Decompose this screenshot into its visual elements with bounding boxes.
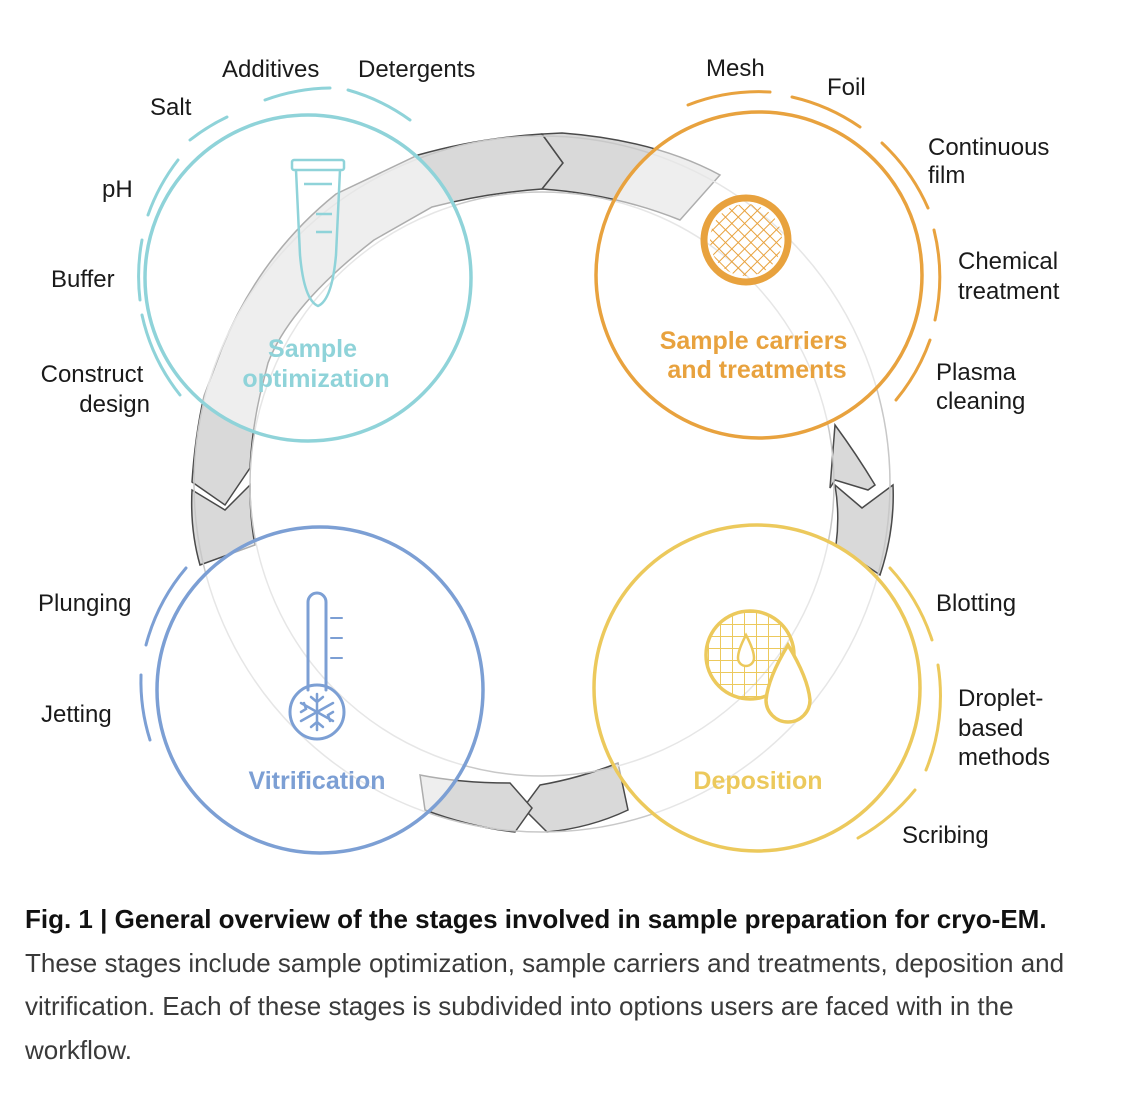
stage-circle-vitrification xyxy=(155,525,485,855)
arrow-segment-right-top xyxy=(829,422,876,491)
caption-text: These stages include sample optimization… xyxy=(25,947,1065,1065)
grid-mesh-icon xyxy=(700,194,792,286)
option-arcs-deposition xyxy=(856,566,942,840)
stage-sample-optimization: Sample optimization Additives Detergents… xyxy=(41,56,475,443)
option-label-salt: Salt xyxy=(150,94,192,121)
option-arcs-optimization xyxy=(137,86,412,397)
caption-title: Fig. 1 | General overview of the stages … xyxy=(25,904,1047,934)
thermometer-snowflake-icon xyxy=(288,591,346,741)
stage-sample-carriers: Sample carriers and treatments Mesh Foil… xyxy=(594,55,1065,440)
option-label-buffer: Buffer xyxy=(51,266,115,293)
stage-title-optimization: Sample optimization xyxy=(242,335,389,393)
option-label-additives: Additives xyxy=(222,56,319,83)
option-arcs-carriers xyxy=(686,90,942,402)
tube-icon xyxy=(290,158,346,308)
option-label-continuous-film: Continuous film xyxy=(928,134,1056,189)
stage-circle-optimization xyxy=(143,113,473,443)
stage-vitrification: Vitrification Plunging Jetting xyxy=(38,525,485,855)
ring-outline-outer xyxy=(193,135,891,833)
option-label-foil: Foil xyxy=(827,74,866,101)
option-label-blotting: Blotting xyxy=(936,590,1016,617)
option-label-mesh: Mesh xyxy=(706,55,765,82)
figure-caption: Fig. 1 | General overview of the stages … xyxy=(25,898,1105,1072)
option-label-ph: pH xyxy=(102,176,133,203)
ring-outline-inner xyxy=(249,191,835,777)
stage-deposition: Deposition Blotting Droplet- based metho… xyxy=(592,523,1050,853)
option-label-plasma-cleaning: Plasma cleaning xyxy=(936,359,1025,415)
stage-title-vitrification: Vitrification xyxy=(248,767,385,795)
option-arcs-vitrification xyxy=(139,566,188,742)
option-label-jetting: Jetting xyxy=(41,701,112,728)
option-label-chemical-treatment: Chemical treatment xyxy=(958,248,1065,305)
stage-title-deposition: Deposition xyxy=(693,767,822,795)
option-label-construct-design: Construct design xyxy=(41,361,150,418)
grid-droplet-icon xyxy=(704,609,812,724)
stage-circle-carriers xyxy=(594,110,924,440)
option-label-plunging: Plunging xyxy=(38,590,131,617)
option-label-detergents: Detergents xyxy=(358,56,475,83)
stage-title-carriers: Sample carriers and treatments xyxy=(660,327,855,384)
option-label-scribing: Scribing xyxy=(902,822,989,849)
workflow-diagram: Sample optimization Additives Detergents… xyxy=(38,55,1065,855)
option-label-droplet-based-methods: Droplet- based methods xyxy=(958,685,1050,771)
